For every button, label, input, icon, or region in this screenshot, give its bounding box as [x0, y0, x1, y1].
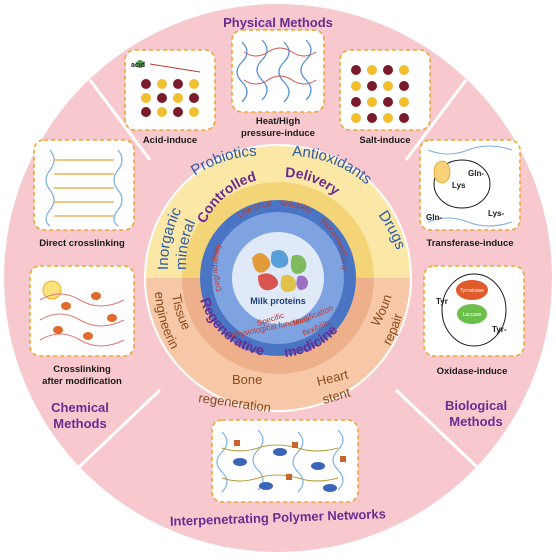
tyrosinase-icon	[456, 280, 488, 300]
ipn-panel	[211, 419, 359, 503]
lys-label-1: Lys	[452, 181, 466, 190]
label-modification-line2: after modification	[42, 376, 122, 387]
label-direct-crosslinking: Direct crosslinking	[39, 238, 125, 249]
label-oxidase: Oxidase-induce	[437, 366, 508, 377]
acid-tag: acid	[131, 62, 145, 69]
salt-induce-panel	[339, 49, 431, 131]
laccase-icon	[457, 304, 487, 324]
gln-label-2: Gln-	[426, 213, 442, 222]
heat-network-icon	[236, 39, 312, 103]
lys-label-2: Lys-	[488, 209, 504, 218]
core-circle	[232, 232, 324, 324]
label-heat-line2: pressure-induce	[241, 128, 315, 139]
acid-induce-panel: acid	[124, 49, 216, 131]
direct-crosslinking-panel	[33, 139, 135, 231]
heat-induce-panel	[231, 29, 325, 113]
laccase-label: Laccase	[463, 312, 482, 318]
label-transferase: Transferase-induce	[426, 238, 513, 249]
label-acid-induce: Acid-induce	[143, 135, 197, 146]
label-modification-line1: Crosslinking	[53, 364, 111, 375]
title-biological-line2: Methods	[449, 414, 502, 429]
sun-icon	[42, 280, 62, 300]
label-salt-induce: Salt-induce	[359, 135, 410, 146]
sector-dividers	[76, 79, 480, 470]
protein-structures-icon	[252, 250, 308, 292]
gln-label-1: Gln-	[468, 169, 484, 178]
enzyme-icon	[433, 160, 451, 184]
title-chemical-line2: Methods	[53, 416, 106, 431]
title-physical-methods: Physical Methods	[223, 15, 333, 30]
core-title: Milk proteins	[250, 296, 306, 306]
title-biological-line1: Biological	[445, 398, 507, 413]
crosslinking-modification-panel	[29, 265, 135, 357]
tyr-label-1: Tyr	[436, 297, 448, 306]
acid-network-icon	[136, 60, 201, 117]
title-chemical-line1: Chemical	[51, 400, 109, 415]
label-bone: Bone	[232, 372, 262, 387]
tyr-label-2: Tyr-	[492, 325, 507, 334]
label-heat-line1: Heat/High	[256, 116, 301, 127]
tyrosinase-label: Tyrosinase	[460, 288, 484, 294]
transferase-panel: Gln- Lys Gln- Lys-	[419, 139, 521, 231]
oxidase-panel: Tyrosinase Laccase Tyr Tyr-	[423, 265, 525, 357]
